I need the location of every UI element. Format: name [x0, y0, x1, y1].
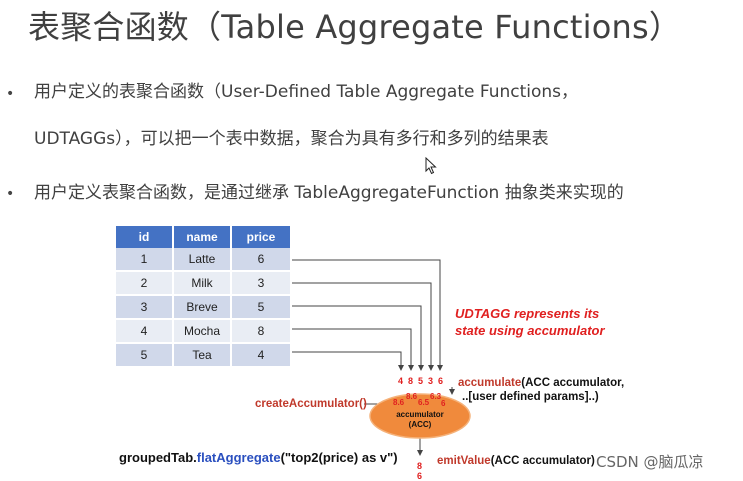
- table-cell: 2: [116, 271, 174, 296]
- flow-connector: [292, 259, 443, 371]
- create-accumulator-label: createAccumulator(): [255, 398, 367, 410]
- table-cell: 3: [116, 295, 174, 320]
- flat-aggregate-code: groupedTab.flatAggregate("top2(price) as…: [119, 450, 398, 465]
- bullet-1-line-1: 用户定义的表聚合函数（User-Defined Table Aggregate …: [34, 82, 579, 102]
- table-cell: 8: [231, 319, 292, 344]
- udtagg-note-line-2: state using accumulator: [455, 323, 605, 338]
- acc-value: 6.5: [418, 398, 430, 407]
- page-title: 表聚合函数（Table Aggregate Functions）: [28, 8, 682, 46]
- bullet-1-line-2: UDTAGGs），可以把一个表中数据，聚合为具有多行和多列的结果表: [34, 129, 549, 149]
- bullet-marker: •: [6, 86, 15, 102]
- accumulator-ellipse: [369, 393, 471, 439]
- emit-fn: emitValue: [437, 455, 491, 467]
- incoming-value: 6: [438, 376, 444, 386]
- code-fn: flatAggregate: [196, 450, 281, 465]
- table-header-row: id name price: [116, 226, 292, 248]
- table-cell: 5: [231, 295, 292, 320]
- data-table: id name price 1 Latte 6 2 Milk 3 3 Breve…: [116, 226, 292, 368]
- table-row: 5 Tea 4: [116, 343, 292, 368]
- bullet-marker: •: [6, 186, 15, 202]
- bullet-2-line-1: 用户定义表聚合函数，是通过继承 TableAggregateFunction 抽…: [34, 183, 624, 203]
- table-cell: 5: [116, 343, 174, 368]
- flow-connector: [292, 282, 434, 371]
- table-cell: Latte: [173, 248, 232, 272]
- table-row: 4 Mocha 8: [116, 319, 292, 344]
- table-header-name: name: [173, 226, 232, 248]
- output-value: 6: [417, 471, 423, 481]
- table-header-price: price: [231, 226, 292, 248]
- acc-value: 8.6: [406, 392, 418, 401]
- flow-connector: [292, 351, 404, 371]
- incoming-value: 5: [418, 376, 424, 386]
- mouse-cursor-icon: [425, 157, 437, 175]
- table-row: 3 Breve 5: [116, 295, 292, 320]
- emit-args: (ACC accumulator): [490, 455, 595, 467]
- table-cell: 3: [231, 271, 292, 296]
- flow-connector: [292, 328, 414, 371]
- accumulate-fn: accumulate: [458, 377, 522, 389]
- flow-connector: [292, 305, 424, 371]
- table-cell: Milk: [173, 271, 232, 296]
- table-cell: Mocha: [173, 319, 232, 344]
- udtagg-note-line-1: UDTAGG represents its: [455, 306, 600, 321]
- acc-value: 6.3: [430, 392, 442, 401]
- acc-value: 8.6: [393, 398, 405, 407]
- emit-value-label: emitValue(ACC accumulator): [437, 455, 595, 467]
- incoming-value: 4: [398, 376, 404, 386]
- table-cell: 4: [231, 343, 292, 368]
- table-row: 2 Milk 3: [116, 271, 292, 296]
- accumulator-label-line-1: accumulator: [396, 410, 444, 419]
- accumulate-args: (ACC accumulator,: [521, 377, 625, 389]
- code-args: ("top2(price) as v"): [280, 450, 398, 465]
- watermark: CSDN @脑瓜凉: [596, 453, 704, 471]
- incoming-value: 8: [408, 376, 414, 386]
- output-value: 8: [417, 461, 423, 471]
- acc-value: 6: [441, 399, 446, 408]
- table-cell: 6: [231, 248, 292, 272]
- table-cell: Tea: [173, 343, 232, 368]
- accumulate-label: accumulate(ACC accumulator,: [458, 377, 624, 389]
- table-cell: 4: [116, 319, 174, 344]
- table-header-id: id: [116, 226, 174, 248]
- code-prefix: groupedTab.: [119, 450, 197, 465]
- table-row: 1 Latte 6: [116, 248, 292, 272]
- accumulator-label: accumulator (ACC): [396, 410, 444, 430]
- table-cell: 1: [116, 248, 174, 272]
- accumulator-label-line-2: (ACC): [408, 420, 432, 429]
- udtagg-note: UDTAGG represents its state using accumu…: [455, 305, 605, 339]
- incoming-value: 3: [428, 376, 434, 386]
- accumulate-args-2: ..[user defined params]..): [462, 391, 599, 403]
- table-cell: Breve: [173, 295, 232, 320]
